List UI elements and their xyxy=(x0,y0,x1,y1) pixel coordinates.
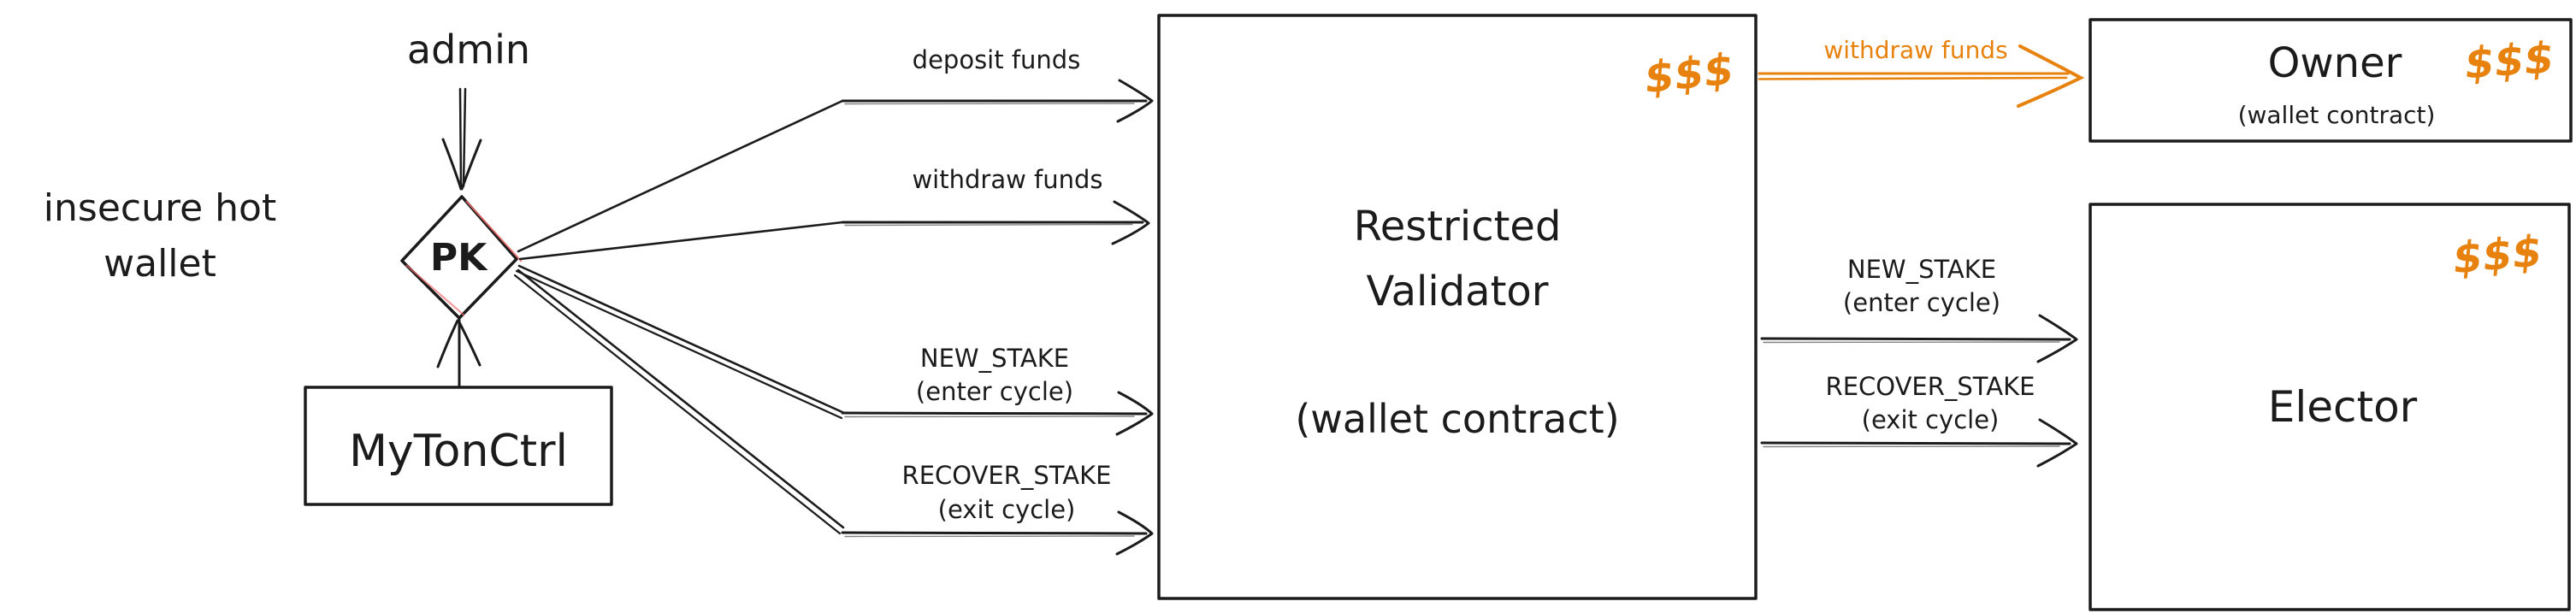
admin-label: admin xyxy=(407,27,530,73)
elector-exit-cycle-label: (exit cycle) xyxy=(1862,405,2000,434)
admin-to-pk-arrow xyxy=(441,87,482,191)
edge-slant-line xyxy=(517,264,846,415)
arrow-head xyxy=(1115,391,1154,436)
edge-slant-line-2 xyxy=(513,274,842,535)
recover-stake-label: RECOVER_STAKE xyxy=(902,461,1112,490)
edge-slant-line xyxy=(517,268,845,529)
pk-diamond xyxy=(400,195,523,320)
exit-cycle-label: (exit cycle) xyxy=(938,495,1076,524)
arrow-shaft xyxy=(458,87,463,188)
edge-deposit-funds xyxy=(517,79,1154,253)
edge-slant-line-2 xyxy=(515,269,843,420)
arrow-shaft-sketch xyxy=(844,103,1135,105)
edge-recover-stake xyxy=(513,268,1154,556)
new-stake-label: NEW_STAKE xyxy=(920,344,1069,373)
enter-cycle-label: (enter cycle) xyxy=(916,377,1073,406)
arrow-shaft-sketch xyxy=(844,535,1135,538)
mytonctrl-label: MyTonCtrl xyxy=(349,426,568,477)
arrow-shaft-sketch xyxy=(1763,341,2060,344)
pk-diamond-shape xyxy=(400,195,518,320)
validator-money-badge: $$$ xyxy=(1642,44,1736,103)
arrow-head xyxy=(436,319,482,368)
pk-label: PK xyxy=(430,236,488,280)
restricted-validator-box xyxy=(1157,14,1758,600)
edge-withdraw-funds xyxy=(518,200,1150,261)
hot-wallet-label-line2: wallet xyxy=(103,242,216,286)
edge-recover-stake-to-elector xyxy=(1760,418,2078,468)
elector-enter-cycle-label: (enter cycle) xyxy=(1843,288,2000,317)
arrow-head xyxy=(1116,79,1154,123)
arrow-head xyxy=(441,138,482,191)
arrow-shaft xyxy=(462,87,467,188)
arrow-shaft xyxy=(1760,441,2071,445)
arrow-head xyxy=(1115,510,1154,556)
validator-subtitle: (wallet contract) xyxy=(1295,396,1619,442)
hot-wallet-label-line1: insecure hot xyxy=(44,186,276,230)
edge-slant-line xyxy=(517,99,844,253)
arrow-head xyxy=(2017,44,2085,108)
owner-subtitle: (wallet contract) xyxy=(2238,101,2436,129)
deposit-funds-label: deposit funds xyxy=(913,45,1081,74)
arrow-shaft xyxy=(841,411,1148,416)
withdraw-funds-label: withdraw funds xyxy=(912,165,1102,194)
edge-new-stake-to-elector xyxy=(1760,314,2078,363)
pk-diamond-red-accent-2 xyxy=(405,264,465,316)
arrow-shaft-sketch xyxy=(1763,445,2060,448)
arrow-shaft-sketch xyxy=(844,416,1135,418)
arrow-head xyxy=(2036,418,2078,468)
edge-slant-line xyxy=(518,221,844,261)
elector-new-stake-label: NEW_STAKE xyxy=(1847,255,1996,284)
owner-money-badge: $$$ xyxy=(2463,32,2555,88)
edge-withdraw-to-owner xyxy=(1758,44,2085,108)
mytonctrl-to-pk-arrow xyxy=(436,318,482,388)
owner-title: Owner xyxy=(2268,39,2402,87)
elector-money-badge: $$$ xyxy=(2451,227,2544,284)
validator-title-line1: Restricted xyxy=(1354,203,1562,251)
elector-box xyxy=(2089,203,2571,611)
elector-title: Elector xyxy=(2268,382,2418,432)
arrow-head xyxy=(2036,314,2078,363)
arrow-shaft-2 xyxy=(1758,76,2068,80)
validator-title-line2: Validator xyxy=(1367,268,1549,315)
owner-box xyxy=(2089,18,2573,143)
arrow-shaft-sketch xyxy=(844,223,1133,227)
orange-withdraw-funds-label: withdraw funds xyxy=(1823,36,2007,64)
arrow-head xyxy=(1111,200,1150,245)
pk-diamond-red-accent xyxy=(465,200,523,262)
elector-recover-stake-label: RECOVER_STAKE xyxy=(1826,372,2035,401)
edge-new-stake xyxy=(515,264,1154,436)
